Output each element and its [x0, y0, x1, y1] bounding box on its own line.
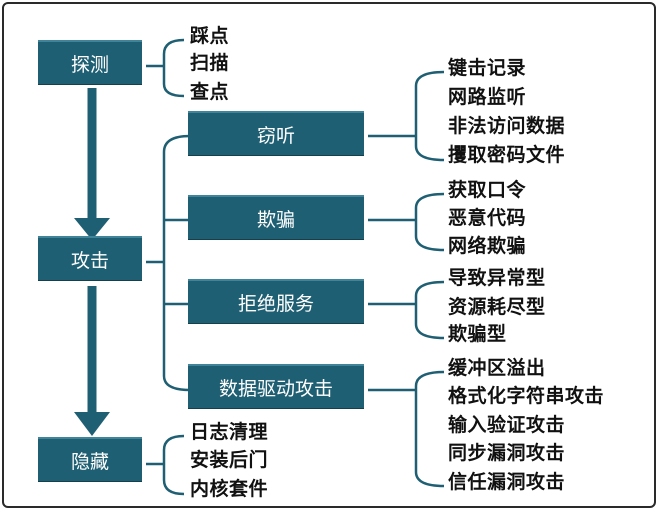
- bracket-probe: [162, 38, 185, 98]
- stage-arrows: [74, 88, 110, 436]
- hide-item-rootkit: 内核套件: [190, 478, 269, 500]
- dos-item-spoof: 欺骗型: [448, 323, 507, 345]
- category-dos-box: 拒绝服务: [188, 279, 364, 323]
- category-spoof-box: 欺骗: [188, 195, 364, 239]
- datadriven-item-sync-vuln: 同步漏洞攻击: [448, 442, 566, 464]
- eavesdrop-item-illegal-access: 非法访问数据: [448, 115, 566, 137]
- eavesdrop-item-keylogging: 键击记录: [448, 57, 527, 79]
- datadriven-item-trust-vuln: 信任漏洞攻击: [448, 471, 566, 493]
- hide-item-backdoor: 安装后门: [190, 449, 269, 471]
- arrow-probe-to-attack: [74, 218, 110, 240]
- hide-item-log-cleanup: 日志清理: [190, 421, 269, 443]
- bracket-hide: [162, 434, 185, 496]
- stage-probe-box: 探测: [38, 40, 142, 84]
- datadriven-item-format-string: 格式化字符串攻击: [448, 385, 605, 407]
- arrow-attack-to-hide: [74, 412, 110, 436]
- category-datadriven-box: 数据驱动攻击: [188, 364, 364, 408]
- bracket-attack: [162, 134, 191, 392]
- dos-item-exhaustion: 资源耗尽型: [448, 296, 546, 318]
- spoof-item-password: 获取口令: [448, 179, 527, 201]
- probe-item-enumeration: 查点: [190, 81, 230, 103]
- bracket-spoof: [414, 192, 445, 252]
- stage-hide-box: 隐藏: [38, 437, 142, 481]
- datadriven-item-input-validation: 输入验证攻击: [448, 414, 566, 436]
- bracket-eavesdrop: [414, 70, 445, 162]
- category-eavesdrop-box: 窃听: [188, 111, 364, 155]
- datadriven-item-overflow: 缓冲区溢出: [448, 357, 546, 379]
- probe-item-footprinting: 踩点: [190, 25, 230, 47]
- connector-lines: [74, 38, 445, 496]
- dos-item-exception: 导致异常型: [448, 267, 546, 289]
- eavesdrop-item-sniffing: 网路监听: [448, 86, 527, 108]
- eavesdrop-item-password-file: 攫取密码文件: [448, 144, 566, 166]
- bracket-datadriven: [414, 370, 445, 488]
- bracket-dos: [414, 280, 445, 340]
- spoof-item-malware: 恶意代码: [448, 207, 527, 229]
- spoof-item-network-spoof: 网络欺骗: [448, 235, 527, 257]
- probe-item-scanning: 扫描: [190, 52, 230, 74]
- stage-attack-box: 攻击: [38, 236, 142, 280]
